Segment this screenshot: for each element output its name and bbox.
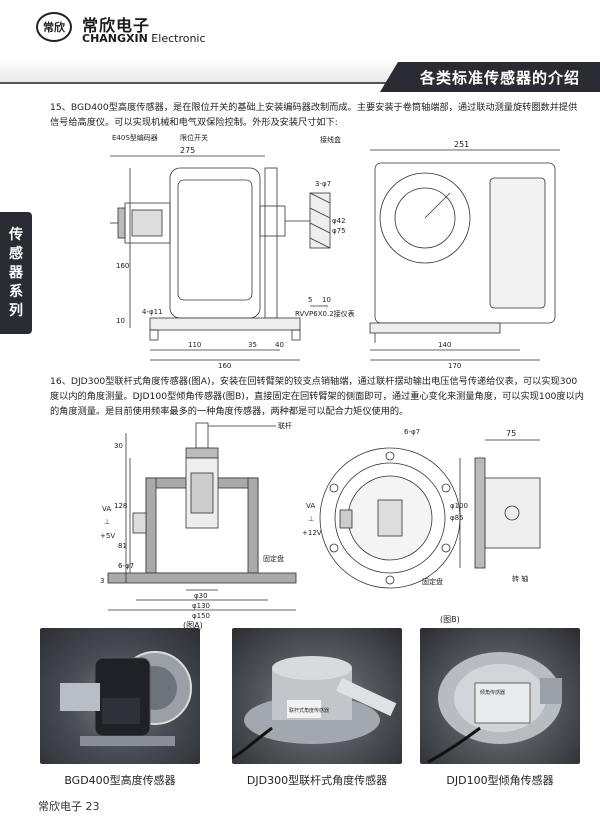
- figure-b-drawing: 6-φ7 VA ⊥ +12V 固定盘 转 轴 75 φ100 φ85 (图B): [302, 428, 541, 624]
- djd100-photo-art: 倾角传感器: [427, 652, 562, 764]
- side-tab: 传 感 器 系 列: [0, 212, 32, 334]
- side-tab-char: 感: [9, 245, 23, 262]
- section15-text: 15、BGD400型高度传感器，是在限位开关的基础上安装编码器改制而成。主要安装…: [50, 102, 578, 128]
- figa-gnd-label: ⊥: [104, 518, 110, 526]
- dim-160-vertical: 160: [116, 262, 129, 270]
- cable-label: RVVP6X0.2接仪表: [295, 309, 355, 318]
- figa-plate-label: 固定盘: [263, 554, 284, 563]
- figa-d130: φ130: [192, 602, 210, 610]
- dim-170: 170: [448, 362, 461, 370]
- dim-140: 140: [438, 341, 451, 349]
- junction-box-label: 接线盒: [320, 135, 341, 144]
- d42-label: φ42: [332, 217, 346, 225]
- section16-text: 16、DJD300型联杆式角度传感器(图A)，安装在回转臂架的铰支点销轴端，通过…: [50, 376, 584, 417]
- figb-12v-label: +12V: [302, 529, 322, 537]
- housing-outline: [169, 167, 261, 319]
- company-name-cn: 常欣电子: [82, 16, 151, 35]
- dim-275: 275: [180, 146, 195, 155]
- figb-w75: 75: [506, 429, 516, 438]
- logo-icon: 常欣: [36, 12, 72, 42]
- dim-110: 110: [188, 341, 201, 349]
- link-rod-label: 联杆: [278, 421, 292, 430]
- figb-holes-label: 6-φ7: [404, 428, 420, 436]
- figa-h30: 30: [114, 442, 123, 450]
- figb-va-label: VA: [306, 502, 315, 510]
- bgd400-drawing: E40S型编码器 限位开关 接线盒 RVVP6X0.2接仪表 3-φ7 4-φ1…: [110, 133, 560, 370]
- figa-5v-label: +5V: [100, 532, 115, 540]
- figb-gnd-label: ⊥: [308, 515, 314, 523]
- dim-10-vertical: 10: [116, 317, 125, 325]
- figa-h81: 81: [118, 542, 127, 550]
- company-name-en: CHANGXIN Electronic: [82, 32, 206, 45]
- encoder-label: E40S型编码器: [112, 133, 158, 142]
- side-tab-char: 列: [9, 302, 23, 319]
- section-banner: 各类标准传感器的介绍: [379, 62, 600, 92]
- figa-va-label: VA: [102, 505, 111, 513]
- switch-label: 限位开关: [180, 133, 208, 142]
- bgd400-caption: BGD400型高度传感器: [64, 774, 176, 787]
- bgd400-photo-art: [60, 651, 192, 746]
- side-tab-char: 传: [9, 226, 23, 243]
- dim-35: 35: [248, 341, 257, 349]
- figb-d100: φ100: [450, 502, 468, 510]
- dim-10: 10: [322, 296, 331, 304]
- dim-5: 5: [308, 296, 312, 304]
- figa-h3: 3: [100, 577, 104, 585]
- figa-d150: φ150: [192, 612, 210, 620]
- figb-shaft-label: 转 轴: [512, 574, 528, 583]
- side-tab-char: 器: [9, 264, 23, 281]
- dim-40: 40: [275, 341, 284, 349]
- djd300-caption: DJD300型联杆式角度传感器: [246, 774, 388, 787]
- djd300-photo-art: 联杆式角度传感器: [232, 656, 397, 760]
- figb-d85: φ85: [450, 514, 464, 522]
- figa-holes-label: 6-φ7: [118, 562, 134, 570]
- side-tab-char: 系: [9, 283, 23, 300]
- djd100-caption: DJD100型倾角传感器: [446, 774, 554, 787]
- d75-label: φ75: [332, 227, 346, 235]
- logo-glyph: 常欣: [43, 21, 65, 34]
- company-name-en-rest: Electronic: [147, 32, 206, 45]
- bgd400-photo: [40, 628, 200, 764]
- figb-plate-label: 固定盘: [422, 577, 443, 586]
- djd100-label-text: 倾角传感器: [480, 689, 505, 696]
- figa-caption: (图A): [183, 621, 203, 630]
- djd300-photo: 联杆式角度传感器: [232, 628, 402, 764]
- djd300-label-text: 联杆式角度传感器: [289, 707, 329, 714]
- figure-a-drawing: 联杆 VA ⊥ +5V 6-φ7 固定盘 φ30 φ130 φ150 30 12…: [100, 421, 297, 630]
- dim-251: 251: [454, 140, 469, 149]
- company-name-en-bold: CHANGXIN: [82, 32, 148, 45]
- djd100-photo: 倾角传感器: [420, 628, 580, 764]
- holes4-label: 4-φ11: [142, 308, 163, 316]
- dim-160: 160: [218, 362, 231, 370]
- figb-caption: (图B): [440, 615, 460, 624]
- page-footer: 常欣电子 23: [38, 800, 100, 813]
- figa-h128: 128: [114, 502, 127, 510]
- holes3-label: 3-φ7: [315, 180, 331, 188]
- figa-d30: φ30: [194, 592, 208, 600]
